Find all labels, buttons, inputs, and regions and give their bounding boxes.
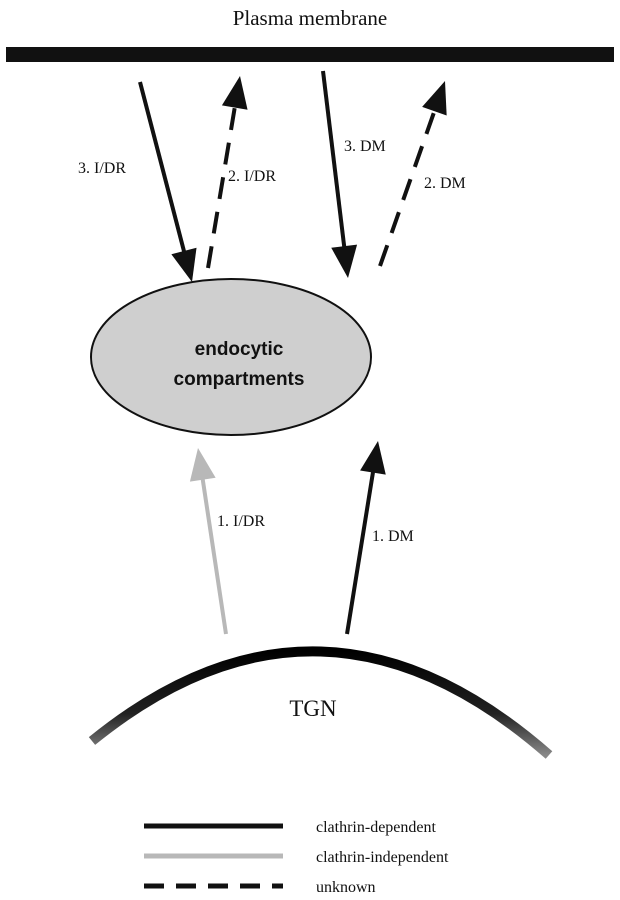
arrow-shaft-tgn-dm	[345, 470, 376, 635]
legend-label-unknown: unknown	[316, 879, 376, 896]
pathway-label-1-idr: 1. I/DR	[217, 513, 265, 530]
pathway-label-1-dm: 1. DM	[372, 528, 414, 545]
endocytic-compartment	[90, 278, 372, 436]
arrow-head-pm-dm-up	[422, 81, 447, 116]
arrow-head-pm-idr-up	[221, 76, 248, 110]
plasma-membrane	[6, 47, 614, 62]
arrow-shaft-pm-idr-up	[206, 105, 238, 269]
plasma-membrane-label: Plasma membrane	[233, 6, 388, 30]
arrow-head-tgn-idr	[189, 448, 216, 482]
legend: clathrin-dependent clathrin-independent …	[144, 819, 449, 896]
legend-label-clathrin-independent: clathrin-independent	[316, 849, 449, 866]
pathway-label-2-idr: 2. I/DR	[228, 168, 276, 185]
pathway-label-2-dm: 2. DM	[424, 175, 466, 192]
arrow-head-pm-dm-down	[331, 244, 358, 278]
legend-label-clathrin-dependent: clathrin-dependent	[316, 819, 437, 836]
arrow-shaft-pm-idr-down	[138, 81, 187, 254]
pathway-arrows	[138, 70, 447, 635]
pathway-label-3-idr: 3. I/DR	[78, 160, 126, 177]
pathway-label-3-dm: 3. DM	[344, 138, 386, 155]
tgn-label: TGN	[289, 696, 337, 721]
arrow-shaft-pm-dm-up	[378, 108, 437, 267]
arrow-shaft-pm-dm-down	[321, 70, 347, 249]
compartment-label-line1: endocytic	[195, 339, 284, 360]
tgn-membrane	[88, 646, 553, 759]
arrow-shaft-tgn-idr	[200, 477, 228, 635]
arrow-head-pm-idr-down	[171, 247, 197, 282]
arrow-head-tgn-dm	[360, 441, 386, 475]
compartment-label-line2: compartments	[174, 369, 305, 390]
